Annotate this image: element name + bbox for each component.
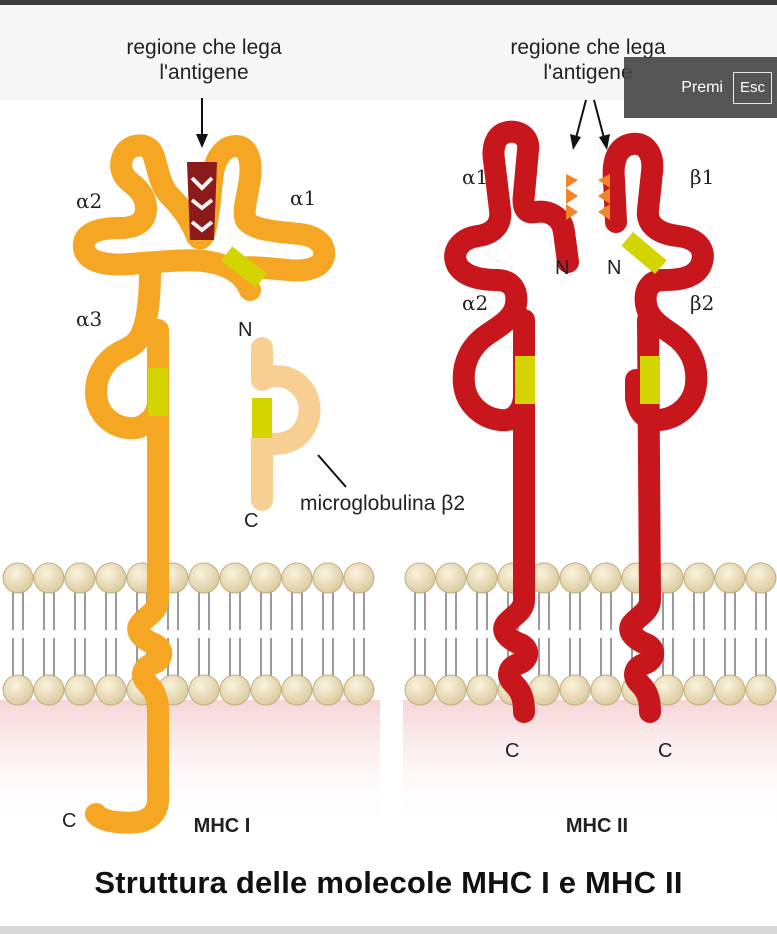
figure-caption: Struttura delle molecole MHC I e MHC II (94, 865, 683, 900)
b2m-pointer (317, 454, 347, 488)
mhc2-arrow-left (575, 99, 587, 139)
mhc2-beta-chain (602, 132, 714, 723)
mhc2-arrow-right (593, 99, 605, 139)
mhc1-c-terminus: C (62, 810, 76, 832)
mhc1-tail (85, 319, 173, 834)
mhc1-alpha3-label: α3 (76, 307, 102, 331)
mhc1-disulfide-alpha3 (148, 368, 168, 416)
mhc1-b2m-c-terminus: C (244, 510, 258, 532)
mhc1-b2m (251, 337, 321, 511)
mhc1-alpha2-label: α2 (76, 189, 102, 213)
mhc1-groove-teeth (190, 176, 214, 233)
mhc2-beta1-label: β1 (690, 165, 714, 189)
mhc1-molecule (72, 98, 347, 834)
mhc2-binding-label-line2: l'antigene (543, 61, 632, 84)
mhc2-disulfide-beta1 (621, 231, 667, 275)
cytoplasm-right (403, 700, 777, 830)
esc-key-badge[interactable]: Esc (732, 71, 772, 104)
mhc2-beta2-label: β2 (690, 291, 714, 315)
mhc2-binding-label-line1: regione che lega (510, 36, 666, 59)
mhc2-alpha1-label: α1 (462, 165, 488, 189)
mhc1-alpha3-domain (85, 253, 169, 440)
mhc2-arrowhead-left (570, 134, 581, 150)
mhc1-alpha-body (72, 134, 336, 301)
fullscreen-exit-hint[interactable]: Premi Esc (624, 57, 777, 118)
mhc2-alpha-n-terminus: N (555, 257, 569, 279)
cytoplasm-left (0, 700, 380, 830)
mhc1-binding-label-line2: l'antigene (159, 61, 248, 84)
mhc2-disulfide-alpha2 (515, 356, 535, 404)
mhc2-beta-teeth (598, 174, 610, 220)
mhc2-alpha-teeth (566, 174, 578, 220)
mhc2-alpha2-label: α2 (462, 291, 488, 315)
top-bar (0, 0, 777, 5)
mhc2-arrowhead-right (599, 134, 610, 150)
mhc1-name: MHC I (194, 815, 251, 837)
mhc2-alpha-chain (444, 120, 579, 723)
b2m-label: microglobulina β2 (300, 492, 465, 515)
mhc2-beta-c-terminus: C (658, 740, 672, 762)
mhc1-n-terminus: N (238, 319, 252, 341)
mhc1-binding-label-line1: regione che lega (126, 36, 282, 59)
mhc1-arrowhead (196, 134, 208, 148)
mhc2-molecule (444, 99, 714, 723)
mhc1-disulfide-b2m (252, 398, 272, 438)
exit-hint-text: Premi (681, 78, 723, 96)
bottom-bar (0, 926, 777, 934)
mhc1-alpha1-label: α1 (290, 186, 316, 210)
mhc2-disulfide-beta2 (640, 356, 660, 404)
mhc1-disulfide-alpha1 (221, 246, 267, 288)
mhc2-beta-n-terminus: N (607, 257, 621, 279)
membrane-left (2, 562, 375, 706)
mhc2-alpha-c-terminus: C (505, 740, 519, 762)
membrane-right (404, 562, 777, 706)
mhc2-name: MHC II (566, 815, 628, 837)
